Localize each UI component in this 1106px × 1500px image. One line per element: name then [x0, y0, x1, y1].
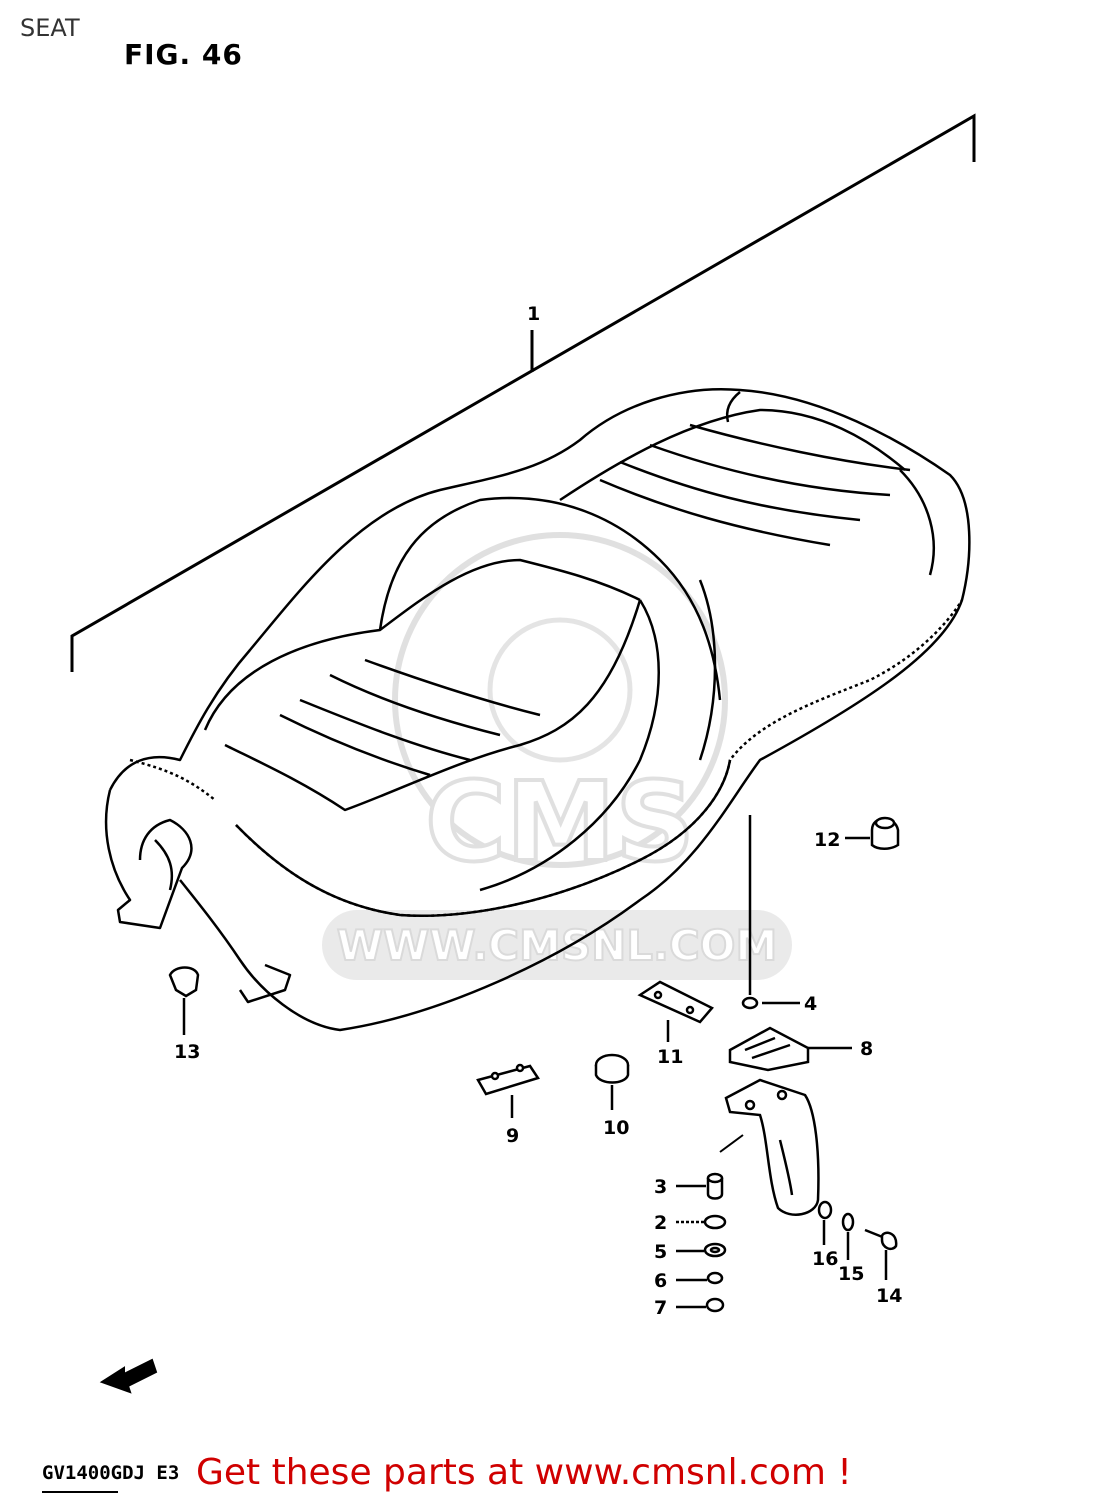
callout-3: 3 [654, 1176, 667, 1198]
seat-bracket [724, 1078, 820, 1216]
watermark-banner [322, 910, 792, 980]
part-13-clip [168, 966, 200, 998]
part-8-cushion [728, 1026, 810, 1072]
watermark-text: WWW.CMSNL.COM [337, 921, 778, 970]
callout-10: 10 [603, 1117, 629, 1139]
promo-link[interactable]: Get these parts at www.cmsnl.com ! [196, 1452, 852, 1493]
watermark-logo-ring [392, 532, 728, 868]
callout-7: 7 [654, 1297, 667, 1319]
callout-6: 6 [654, 1270, 667, 1292]
watermark-logo-face [487, 617, 633, 763]
fastener-stack [703, 1172, 727, 1313]
callout-4: 4 [804, 993, 817, 1015]
part-12-damper [870, 816, 900, 850]
callout-1: 1 [527, 303, 540, 325]
callout-leaders [182, 836, 888, 1309]
bolt-set [817, 1200, 898, 1251]
callout-12: 12 [814, 829, 840, 851]
seat-part-1 [104, 388, 971, 1032]
part-10-cushion [594, 1053, 630, 1084]
part-6-lockwasher [706, 1271, 724, 1285]
front-arrow-icon [99, 1358, 158, 1394]
figure-label: FIG. 46 [124, 38, 243, 71]
part-7-nut [705, 1297, 725, 1313]
watermark: CMS WWW.CMSNL.COM [322, 532, 792, 980]
part-16-nut [817, 1200, 833, 1220]
callout-16: 16 [812, 1248, 838, 1270]
part-9-plate [476, 1063, 540, 1096]
callout-11: 11 [657, 1046, 683, 1068]
leader-bracket [719, 1134, 744, 1153]
callout-5: 5 [654, 1241, 667, 1263]
watermark-logo: CMS [425, 758, 694, 886]
part-11-plate [637, 980, 714, 1024]
part-15-washer [841, 1212, 855, 1232]
callout-9: 9 [506, 1125, 519, 1147]
callout-14: 14 [876, 1285, 902, 1307]
part-2-washer [703, 1214, 727, 1230]
part-3-collar [706, 1178, 724, 1200]
assembly-bracket [70, 113, 976, 672]
page-title: SEAT [20, 14, 80, 42]
model-code: GV1400GDJ E3 [42, 1462, 180, 1484]
callout-2: 2 [654, 1212, 667, 1234]
callout-13: 13 [174, 1041, 200, 1063]
callout-15: 15 [838, 1263, 864, 1285]
callout-8: 8 [860, 1038, 873, 1060]
part-14-bolt-head [880, 1231, 898, 1251]
part-4-nut [741, 996, 759, 1010]
